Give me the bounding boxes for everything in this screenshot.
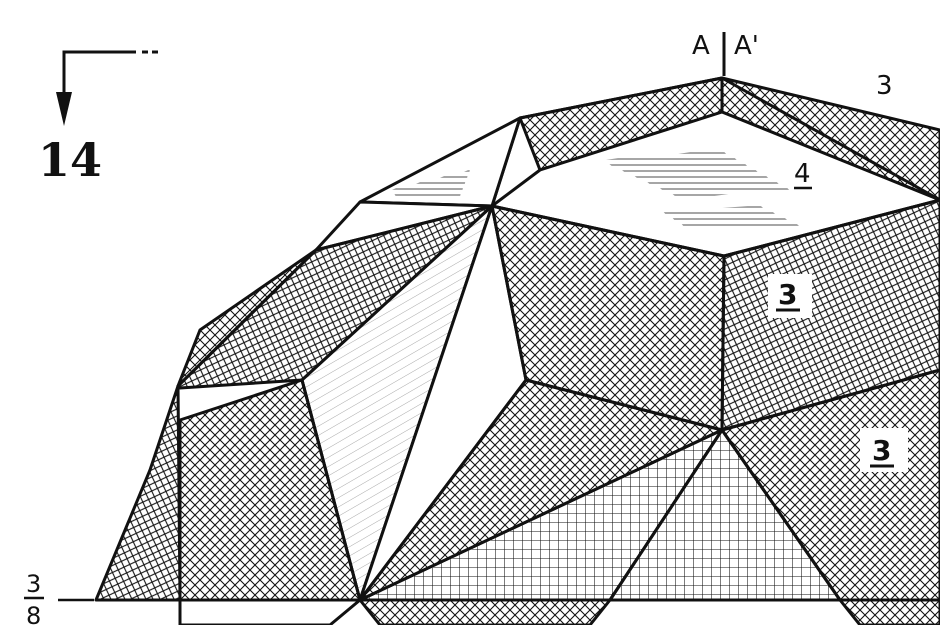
label-top-face: 4: [794, 159, 811, 189]
figure-number: 14: [38, 133, 102, 187]
section-arrow: [56, 52, 158, 126]
section-label-a-prime: A': [734, 31, 759, 61]
label-top-right: 3: [876, 71, 893, 101]
dome-facets: [96, 78, 940, 625]
arrow-down-icon: [64, 52, 136, 118]
section-label-a: A: [692, 31, 710, 61]
label-right-face-upper: 3: [778, 278, 797, 311]
label-right-face-lower: 3: [872, 434, 891, 467]
fraction-numerator: 3: [26, 570, 41, 598]
fraction-denominator: 8: [26, 602, 41, 625]
